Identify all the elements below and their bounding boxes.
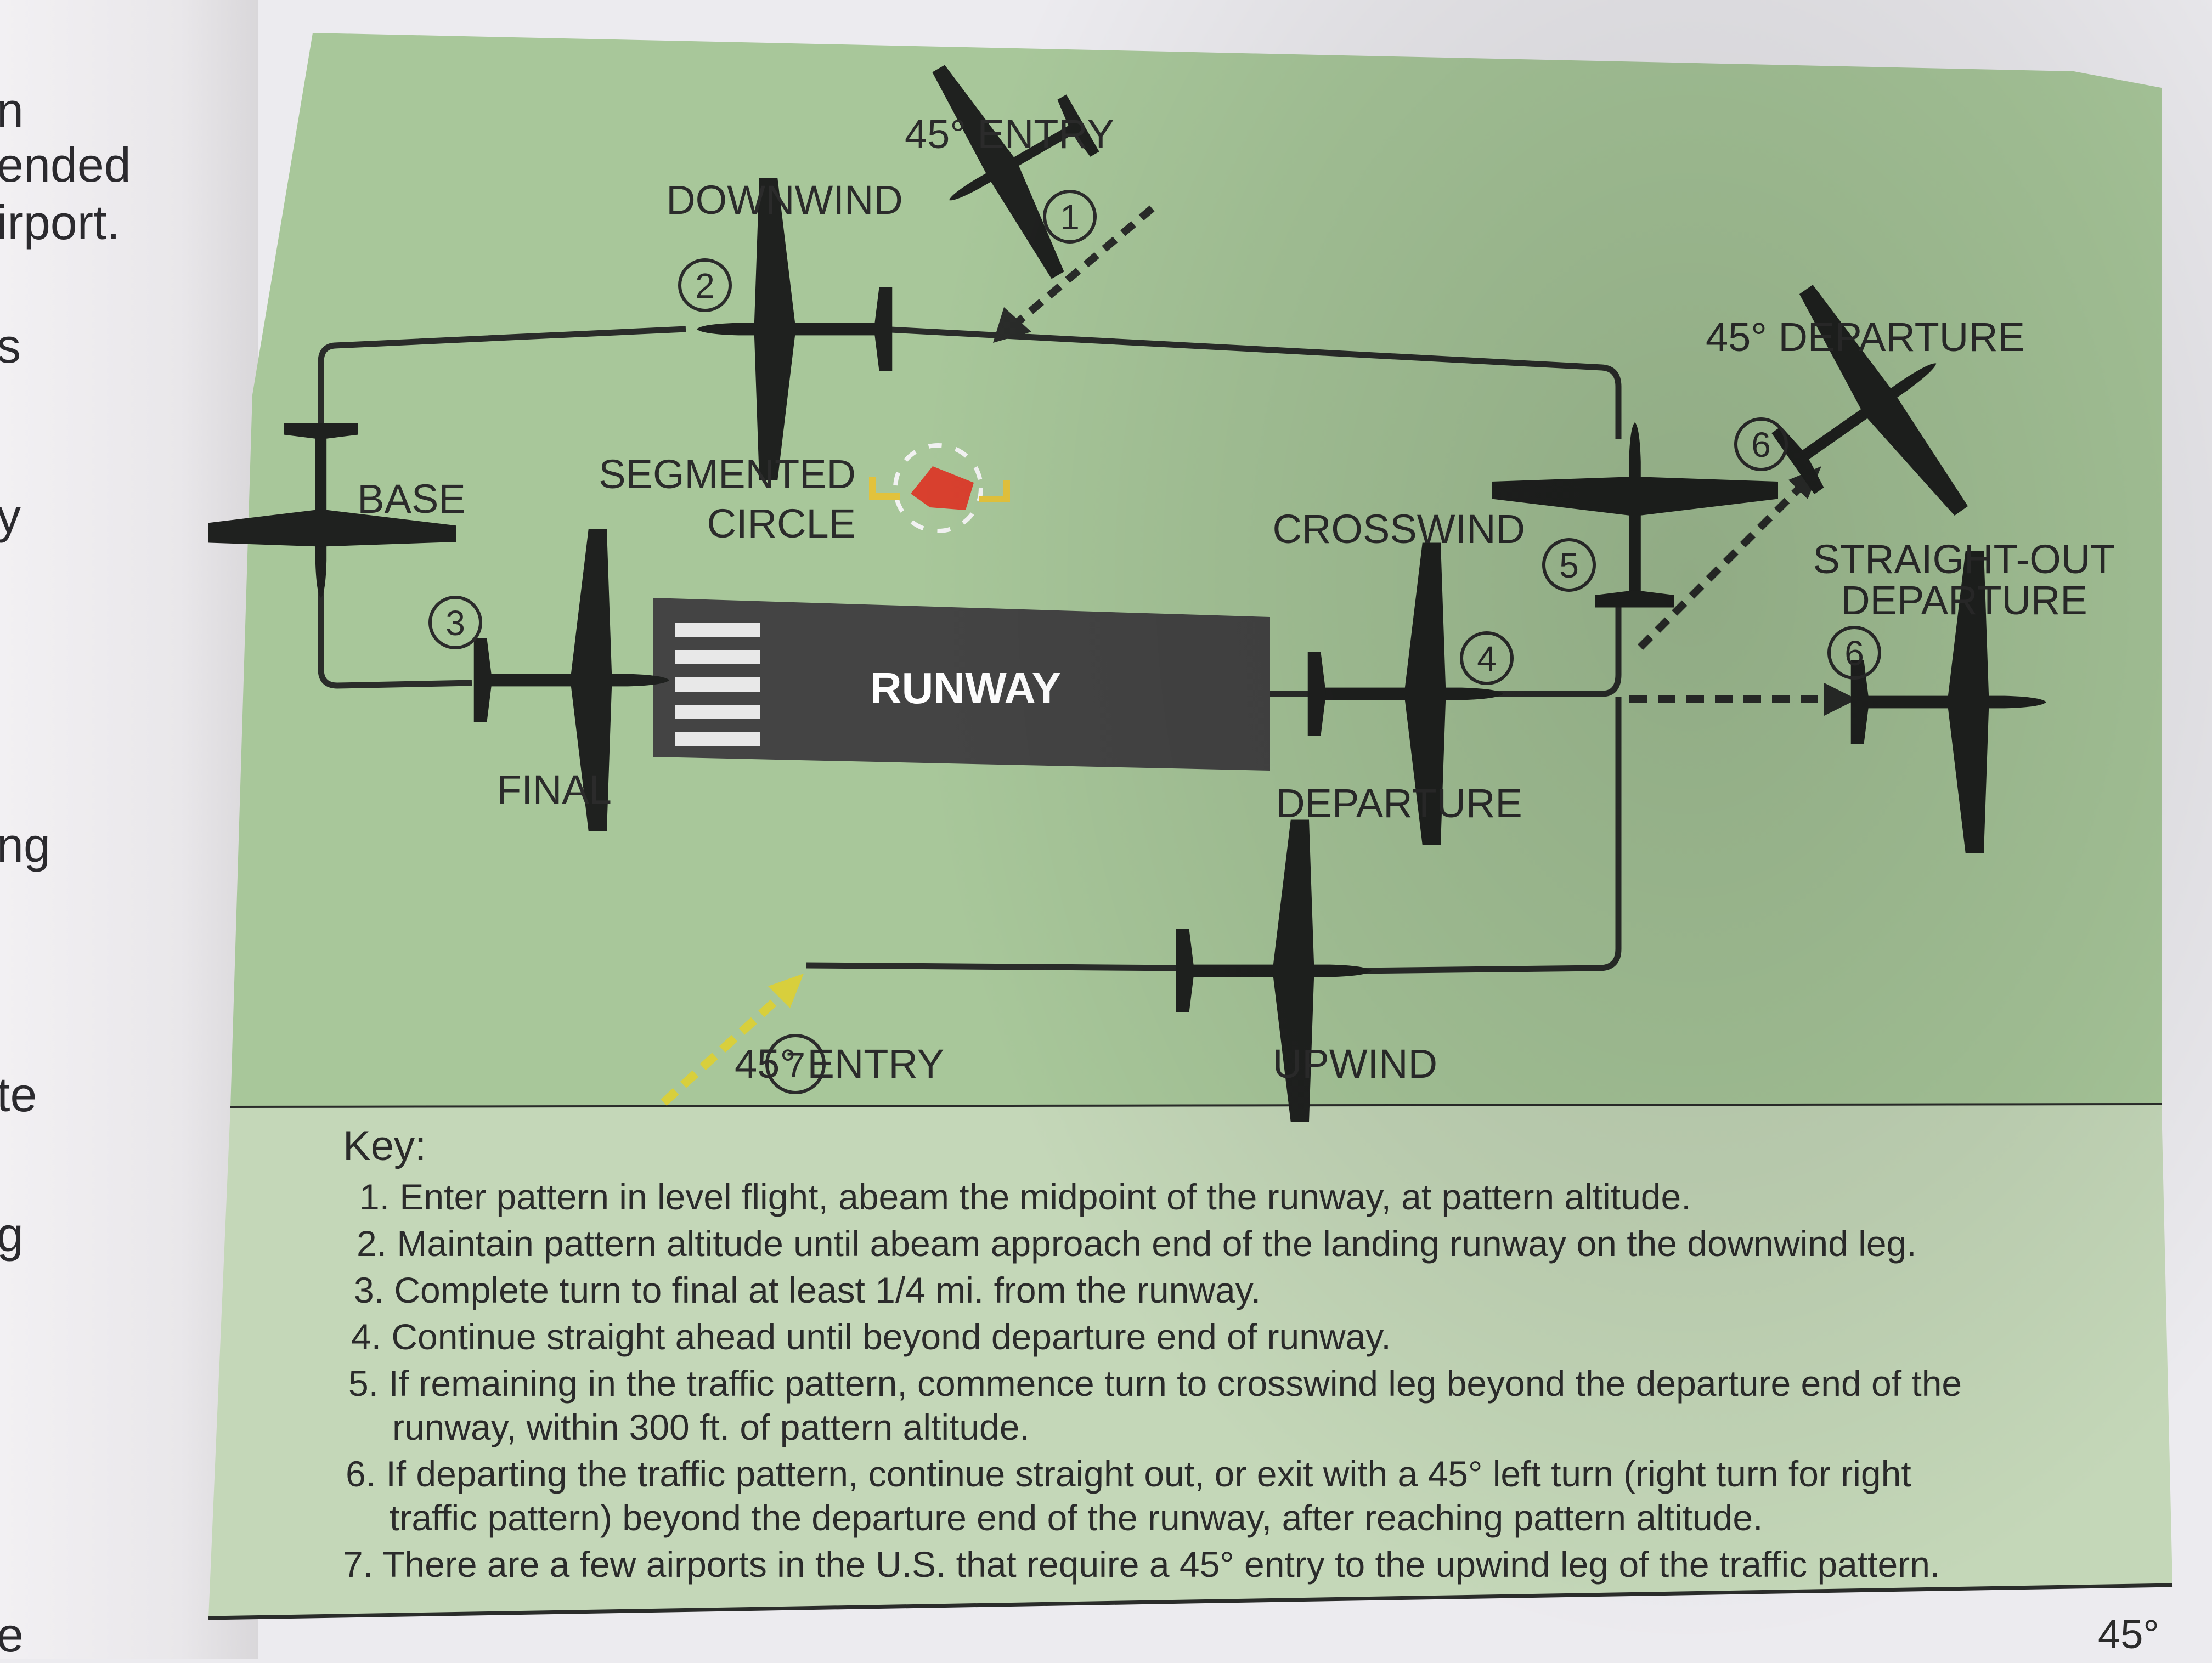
margin-fragment: s <box>0 319 21 373</box>
margin-fragment: g <box>0 1207 24 1262</box>
margin-fragment: y <box>0 489 21 543</box>
key-line-2: 2. Maintain pattern altitude until abeam… <box>357 1223 1917 1264</box>
svg-text:1: 1 <box>1060 197 1080 237</box>
straight-out-label-2: DEPARTURE <box>1841 578 2087 623</box>
svg-text:6: 6 <box>1751 425 1771 465</box>
downwind-leg-right <box>880 326 1622 439</box>
marker-6-departure-45: 6 <box>1734 417 1788 471</box>
svg-text:5: 5 <box>1559 546 1579 585</box>
entry-top-label: 45° ENTRY <box>905 111 1114 157</box>
downwind-leg-left <box>318 326 686 450</box>
segmented-circle-icon <box>869 443 1010 533</box>
crosswind-leg <box>1481 598 1622 697</box>
segmented-circle-label-1: SEGMENTED <box>599 451 856 497</box>
upwind-leg-right <box>1355 697 1622 974</box>
marker-1: 1 <box>1043 190 1097 244</box>
runway-threshold-stripe <box>675 677 760 692</box>
departure-45-path <box>1638 480 1808 650</box>
runway-threshold-stripe <box>675 705 760 719</box>
key-bottom-border <box>208 1583 2173 1620</box>
svg-text:3: 3 <box>445 603 465 643</box>
footer-fragment: 45° <box>2098 1611 2159 1651</box>
departure-45-label: 45° DEPARTURE <box>1706 314 2025 360</box>
upwind-entry-arrowhead-icon <box>768 974 804 1008</box>
entry-45-path <box>1007 205 1155 332</box>
margin-fragment: te <box>0 1067 37 1122</box>
left-page-edge <box>0 0 258 1659</box>
segmented-circle-label-2: CIRCLE <box>707 501 856 546</box>
marker-5: 5 <box>1542 538 1596 592</box>
departure-label: DEPARTURE <box>1276 780 1522 826</box>
straight-out-label-1: STRAIGHT-OUT <box>1813 536 2115 582</box>
windsock-icon <box>911 466 974 510</box>
base-label: BASE <box>357 476 465 522</box>
key-title: Key: <box>343 1123 426 1169</box>
runway-threshold-stripe <box>675 623 760 637</box>
svg-text:4: 4 <box>1477 639 1497 678</box>
key-line-6: 6. If departing the traffic pattern, con… <box>346 1453 1911 1494</box>
margin-fragment: ended <box>0 138 131 192</box>
upwind-label: UPWIND <box>1273 1041 1437 1087</box>
traffic-pattern-figure: RUNWAY 45° ENTRY DOWNWIND 45° DEPARTURE … <box>185 11 2205 1657</box>
margin-fragment: n <box>0 83 24 137</box>
key-line-5-cont: runway, within 300 ft. of pattern altitu… <box>392 1407 1030 1447</box>
base-leg <box>318 570 472 689</box>
key-line-7: 7. There are a few airports in the U.S. … <box>343 1544 1940 1585</box>
runway-threshold-stripe <box>675 732 760 746</box>
marker-2: 2 <box>678 258 732 312</box>
downwind-label: DOWNWIND <box>666 177 903 223</box>
svg-text:6: 6 <box>1844 633 1864 673</box>
key-line-4: 4. Continue straight ahead until beyond … <box>351 1316 1391 1357</box>
marker-3: 3 <box>428 596 482 649</box>
key-line-5: 5. If remaining in the traffic pattern, … <box>348 1363 1962 1404</box>
diagram-panel <box>230 33 2162 1108</box>
key-line-3: 3. Complete turn to final at least 1/4 m… <box>354 1270 1261 1310</box>
marker-6-straight-out: 6 <box>1827 626 1881 680</box>
straight-out-arrowhead-icon <box>1824 683 1857 716</box>
svg-text:2: 2 <box>695 266 715 306</box>
entry-arrowhead-icon <box>993 307 1031 343</box>
runway-label: RUNWAY <box>870 664 1061 712</box>
margin-fragment: e <box>0 1608 24 1662</box>
key-line-6-cont: traffic pattern) beyond the departure en… <box>390 1497 1763 1538</box>
crosswind-label: CROSSWIND <box>1273 506 1525 552</box>
margin-fragment: ng <box>0 818 50 872</box>
marker-7: 7 <box>765 1034 826 1094</box>
upwind-leg-left <box>806 962 1186 971</box>
traffic-pattern-diagram: RUNWAY 45° ENTRY DOWNWIND 45° DEPARTURE … <box>185 20 2173 1657</box>
runway-threshold-stripe <box>675 650 760 664</box>
runway <box>653 598 1270 771</box>
marker-4: 4 <box>1460 631 1514 685</box>
key-line-1: 1. Enter pattern in level flight, abeam … <box>359 1176 1691 1217</box>
upwind-entry-path <box>661 989 788 1106</box>
final-label: FINAL <box>496 767 612 812</box>
margin-fragment: irport. <box>0 195 120 250</box>
key-panel <box>208 1105 2172 1618</box>
svg-text:7: 7 <box>786 1045 805 1085</box>
